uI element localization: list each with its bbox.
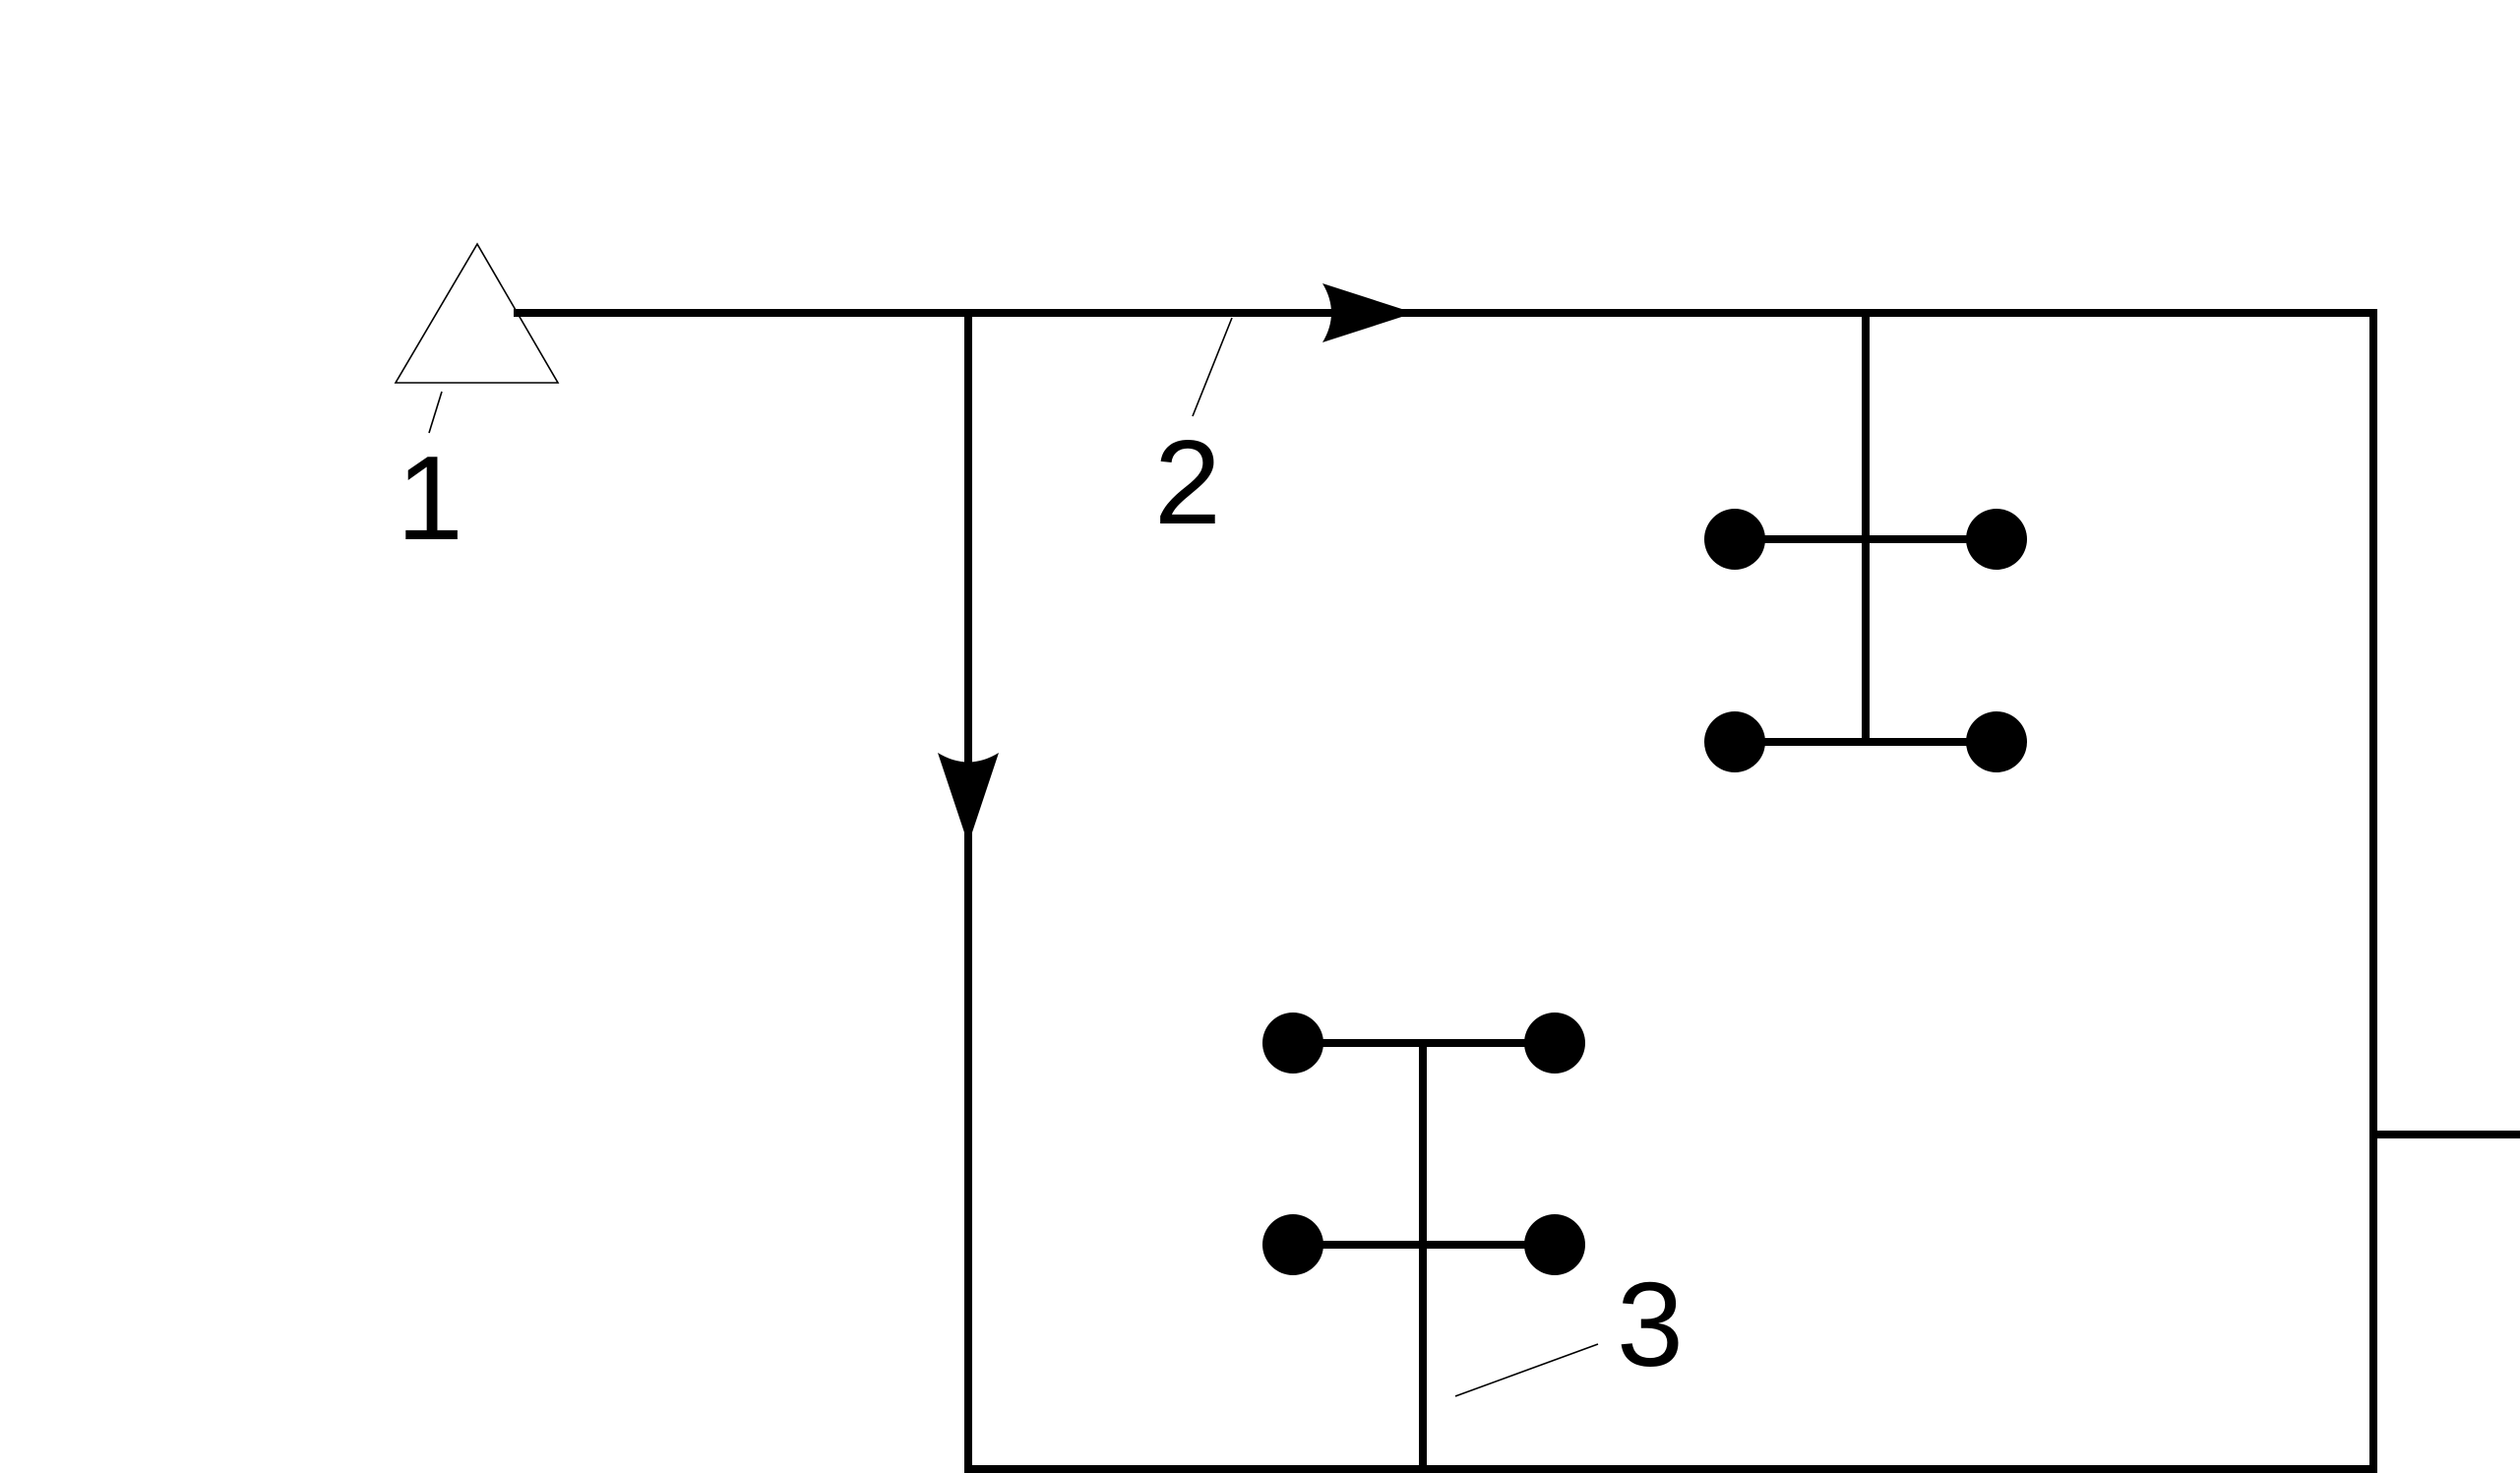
dot-node-icon xyxy=(1262,1214,1323,1275)
callout-label-3: 3 xyxy=(1617,1258,1684,1391)
dot-node-icon xyxy=(1524,1214,1585,1275)
dot-node-icon xyxy=(1704,509,1765,570)
leader-lines xyxy=(428,317,1599,1397)
dot-node-icon xyxy=(1966,509,2027,570)
pipe-lines xyxy=(514,309,2520,1473)
leader-line-2 xyxy=(1192,317,1233,417)
leader-line-3 xyxy=(1454,1343,1599,1397)
arrowhead-icon xyxy=(1322,283,1414,342)
sprinkler-heads-upper xyxy=(1704,509,2027,772)
dot-node-icon xyxy=(1966,711,2027,772)
sprinkler-tree-upper xyxy=(1735,313,1997,746)
dot-node-icon xyxy=(1262,1013,1323,1074)
callout-label-1: 1 xyxy=(397,431,463,565)
dot-node-icon xyxy=(1524,1013,1585,1074)
arrowhead-icon xyxy=(938,753,999,844)
sprinkler-heads-lower xyxy=(1262,1013,1585,1275)
leader-line-1 xyxy=(428,391,443,434)
dot-node-icon xyxy=(1704,711,1765,772)
callout-label-2: 2 xyxy=(1154,415,1221,549)
sprinkler-tree-lower xyxy=(1293,1039,1555,1469)
